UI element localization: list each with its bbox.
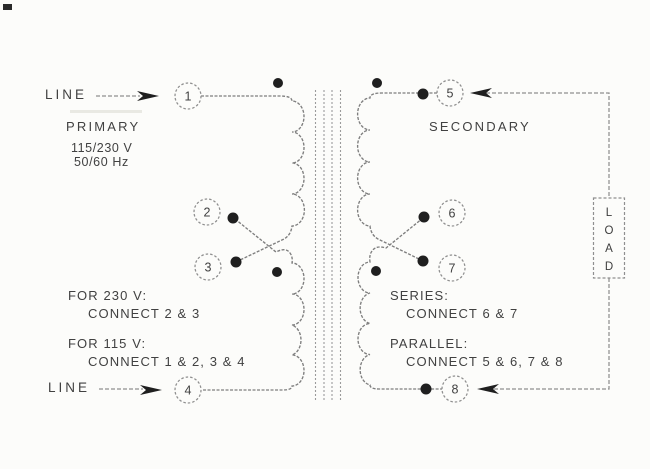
line-label-top: LINE [45,87,88,102]
note-230v-body: CONNECT 2 & 3 [88,306,201,321]
scan-smudge [70,110,142,113]
transformer-core [314,90,342,402]
primary-frequency-label: 50/60 Hz [74,155,129,169]
terminal-number-7: 7 [449,262,456,276]
phasing-dots [272,78,382,277]
junction-dot [417,255,429,267]
junction-dot [420,383,432,395]
terminal-circle-5 [436,79,464,107]
primary-label: PRIMARY [66,119,141,134]
scan-speck [3,4,12,10]
note-series-body: CONNECT 6 & 7 [406,306,519,321]
terminal-number-4: 4 [185,384,192,398]
junction-dot [417,88,429,100]
terminal-number-1: 1 [185,90,192,104]
secondary-winding-upper [356,92,437,261]
terminals: 1 2 3 4 5 6 7 8 [174,79,469,404]
phasing-dot [273,78,283,88]
terminal-circle-4 [174,376,202,404]
primary-winding-lower [202,218,305,391]
load-circuit-rail [470,88,610,394]
terminal-circle-7 [438,254,466,282]
terminal-circle-2 [193,198,221,226]
note-parallel-title: PARALLEL: [390,336,469,351]
secondary-label: SECONDARY [429,119,531,134]
primary-winding-upper [201,95,306,262]
note-230v-title: FOR 230 V: [68,288,148,303]
note-series-title: SERIES: [390,288,449,303]
phasing-dot [372,78,382,88]
terminal-number-6: 6 [449,207,456,221]
secondary-winding-lower [357,217,442,390]
junction-dots [227,88,432,395]
terminal-number-8: 8 [452,383,459,397]
note-115v-body: CONNECT 1 & 2, 3 & 4 [88,354,246,369]
primary-voltage-label: 115/230 V [71,141,133,155]
terminal-circle-8 [441,375,469,403]
line-arrow-bottom [99,385,162,395]
terminal-number-5: 5 [447,87,454,101]
terminal-number-3: 3 [205,261,212,275]
arrow-into-terminal-8 [477,384,499,394]
phasing-dot [272,267,282,277]
note-115v-title: FOR 115 V: [68,336,147,351]
terminal-number-2: 2 [204,206,211,220]
line-arrow-top [96,91,159,101]
arrow-into-terminal-5 [470,88,492,98]
terminal-circle-3 [194,253,222,281]
note-parallel-body: CONNECT 5 & 6, 7 & 8 [406,354,564,369]
phasing-dot [371,266,381,276]
terminal-circle-6 [438,199,466,227]
junction-dot [227,212,239,224]
terminal-circle-1 [174,82,202,110]
junction-dot [418,211,430,223]
junction-dot [230,256,242,268]
line-label-bottom: LINE [48,380,91,395]
